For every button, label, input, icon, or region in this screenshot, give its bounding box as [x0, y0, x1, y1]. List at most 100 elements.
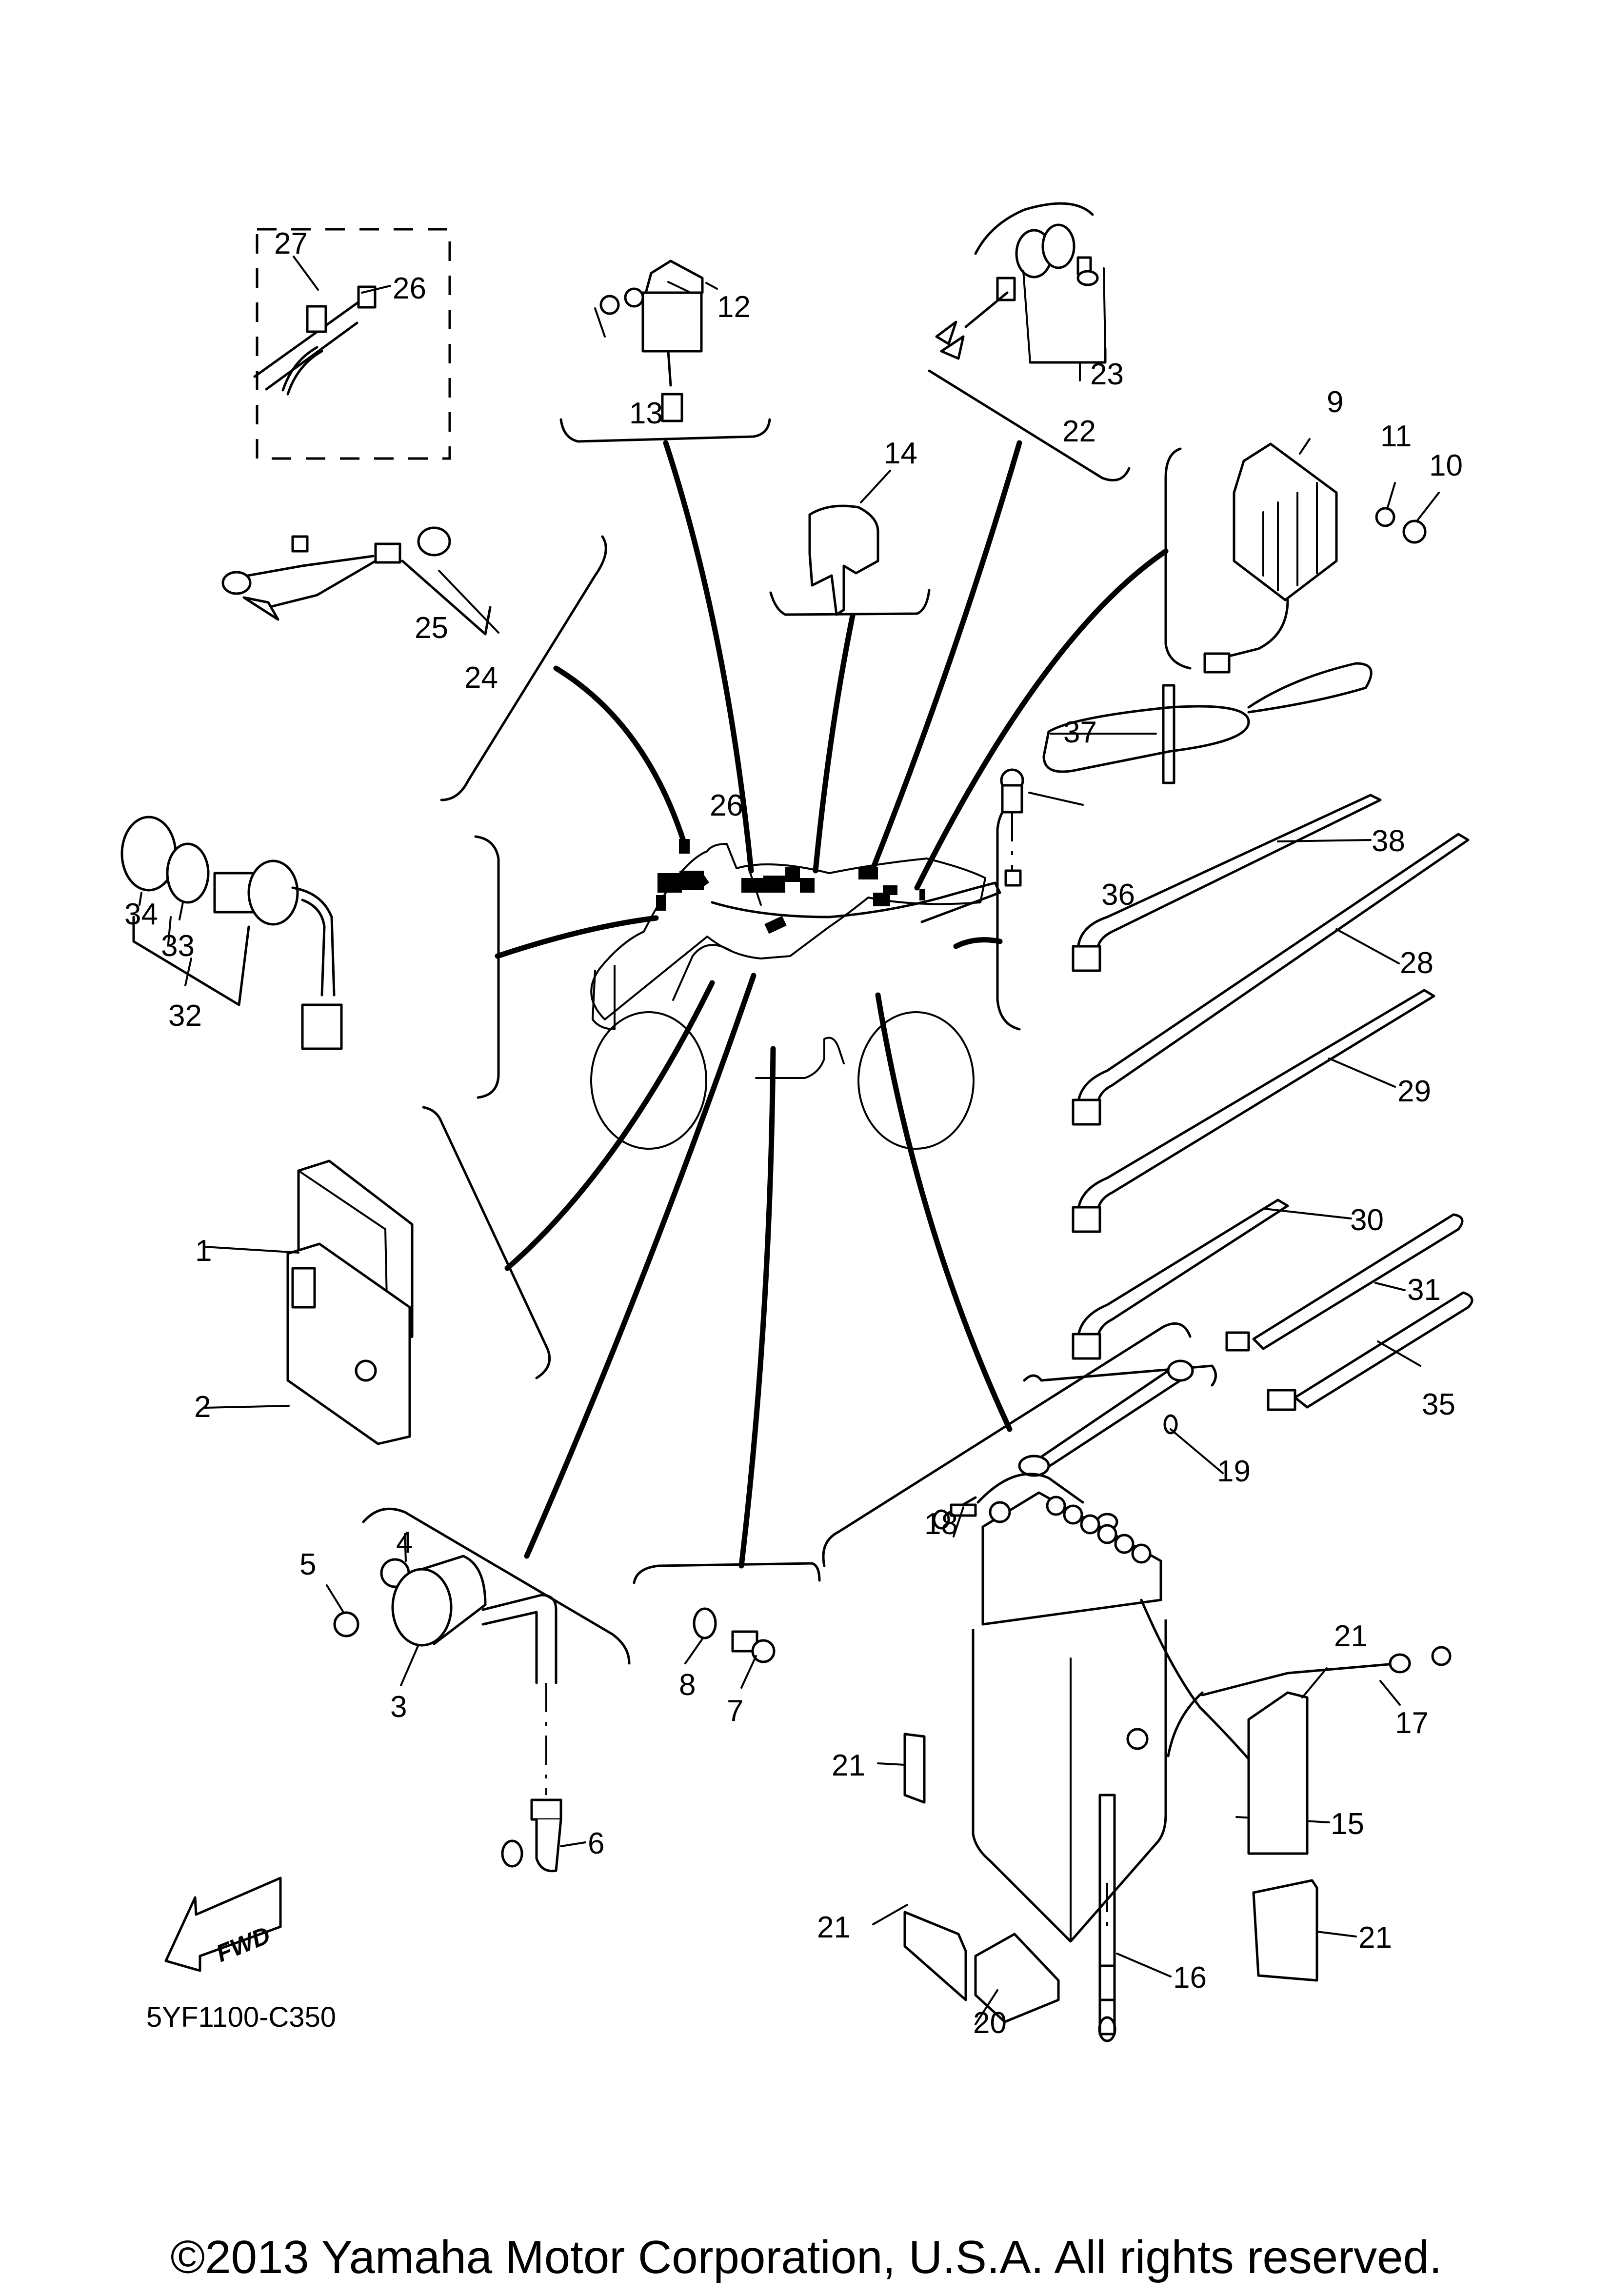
callout-27[interactable]: 27 — [274, 227, 308, 260]
leader-lines — [495, 440, 1169, 1569]
cable-tie-29-icon — [1076, 989, 1435, 1216]
connector-marker — [800, 878, 815, 893]
callout-30[interactable]: 30 — [1350, 1203, 1384, 1237]
callout-7[interactable]: 7 — [727, 1694, 743, 1728]
battery-top-icon — [981, 1491, 1162, 1626]
callout-4[interactable]: 4 — [396, 1526, 413, 1559]
callout-8[interactable]: 8 — [679, 1668, 696, 1702]
plug-boot-icon — [996, 277, 1016, 301]
connector-marker — [873, 893, 890, 906]
callout-21-left[interactable]: 21 — [832, 1749, 865, 1782]
connector-marker — [679, 839, 690, 854]
callout-38[interactable]: 38 — [1372, 824, 1405, 858]
callout-6[interactable]: 6 — [588, 1827, 604, 1860]
main-switch-group — [120, 816, 500, 1099]
inset-dashed-box — [256, 228, 451, 460]
connector-marker — [657, 873, 682, 893]
fwd-arrow: FWD — [164, 1877, 282, 1972]
bolt-13-icon — [599, 295, 620, 315]
callout-1[interactable]: 1 — [195, 1234, 212, 1268]
callout-24[interactable]: 24 — [464, 661, 498, 695]
callout-28[interactable]: 28 — [1400, 946, 1434, 980]
callout-13[interactable]: 13 — [629, 397, 663, 430]
callout-2[interactable]: 2 — [194, 1390, 211, 1424]
callout-25[interactable]: 25 — [415, 611, 448, 645]
callout-23[interactable]: 23 — [1090, 358, 1124, 391]
callout-34[interactable]: 34 — [124, 898, 158, 931]
group-bracket — [633, 1562, 821, 1584]
starter-relay-group — [559, 260, 771, 443]
callout-26-harness[interactable]: 26 — [710, 789, 743, 822]
callout-26-inset[interactable]: 26 — [393, 272, 426, 305]
battery-strap-19-icon — [1023, 1364, 1217, 1387]
thermo-unit-group — [221, 526, 607, 801]
neutral-switch-group — [633, 1562, 821, 1689]
sensor-coil-group — [326, 1507, 631, 1873]
wire-harness-inset — [253, 228, 451, 460]
callout-19[interactable]: 19 — [1217, 1455, 1251, 1488]
callout-20[interactable]: 20 — [973, 2006, 1007, 2040]
callout-16[interactable]: 16 — [1173, 1961, 1207, 1995]
battery-15-icon — [972, 1619, 1167, 1943]
wire-terminal-icon — [221, 571, 252, 595]
connector-marker — [689, 878, 703, 890]
pickup-coil-icon — [391, 1568, 453, 1647]
lead-wire-6-icon — [535, 1819, 562, 1873]
group-bracket — [559, 418, 771, 443]
elbow-fitting-icon — [417, 526, 451, 557]
washer-11-icon — [1375, 507, 1395, 527]
forward-arrow-icon — [164, 1877, 282, 1972]
copyright-notice: ©2013 Yamaha Motor Corporation, U.S.A. A… — [170, 2231, 1442, 2283]
pad-21-left-icon — [903, 1733, 926, 1804]
callout-9[interactable]: 9 — [1327, 385, 1343, 419]
callout-12[interactable]: 12 — [717, 290, 751, 324]
atv-silhouette — [590, 839, 1001, 1150]
rear-wheel-icon — [857, 1011, 975, 1150]
switch-connector-icon — [301, 1003, 343, 1050]
washer-8-icon — [693, 1607, 717, 1639]
callout-21-bottom-right[interactable]: 21 — [1358, 1921, 1392, 1955]
group-bracket — [362, 1507, 631, 1665]
cable-tie-35-icon — [1294, 1291, 1474, 1409]
group-bracket — [422, 1106, 551, 1379]
cable-tie-30-icon — [1076, 1198, 1289, 1343]
thermo-sensor-icon — [374, 542, 401, 564]
rectifier-connector-icon — [1203, 652, 1231, 674]
pad-20-icon — [974, 1933, 1060, 2023]
callout-14[interactable]: 14 — [884, 437, 917, 470]
vent-hose-16-icon — [1098, 1794, 1116, 2001]
pad-21-left-bottom-icon — [903, 1911, 967, 2001]
group-bracket — [822, 1322, 1192, 1567]
callout-32[interactable]: 32 — [168, 999, 202, 1033]
callout-21-bottom-left[interactable]: 21 — [817, 1911, 851, 1944]
callout-21-top[interactable]: 21 — [1334, 1619, 1368, 1653]
callout-22[interactable]: 22 — [1062, 415, 1096, 448]
callout-15[interactable]: 15 — [1331, 1807, 1364, 1841]
connector-marker — [764, 916, 787, 934]
callout-11[interactable]: 11 — [1380, 419, 1412, 453]
switch-nut-icon — [166, 842, 210, 904]
callout-37[interactable]: 37 — [1063, 716, 1097, 749]
relay-connector-icon — [661, 393, 683, 422]
callout-17[interactable]: 17 — [1395, 1706, 1429, 1740]
fuse-14-group — [769, 470, 931, 616]
clamp-37-icon — [1162, 684, 1175, 784]
callout-10[interactable]: 10 — [1429, 449, 1463, 482]
callout-35[interactable]: 35 — [1422, 1388, 1455, 1421]
callout-18[interactable]: 18 — [924, 1507, 958, 1541]
connector-marker — [763, 876, 785, 893]
group-bracket — [474, 835, 500, 1099]
sensor-and-ties-group — [996, 662, 1474, 1411]
callout-3[interactable]: 3 — [390, 1690, 407, 1724]
callout-29[interactable]: 29 — [1397, 1075, 1431, 1108]
pad-21-right-top-icon — [1247, 1691, 1309, 1855]
callout-33[interactable]: 33 — [161, 929, 195, 963]
group-bracket — [1164, 447, 1192, 670]
group-bracket — [996, 799, 1021, 1031]
rectifier-regulator-icon — [1233, 442, 1338, 601]
callout-31[interactable]: 31 — [1407, 1273, 1441, 1307]
cable-tie-38-icon — [1076, 794, 1382, 953]
callout-36[interactable]: 36 — [1101, 878, 1135, 912]
front-wheel-icon — [590, 1011, 707, 1150]
callout-5[interactable]: 5 — [299, 1548, 316, 1581]
